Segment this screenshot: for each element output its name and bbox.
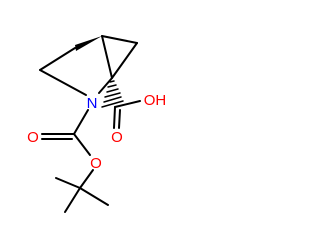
- molecule-structure: N O O O OH: [27, 35, 167, 213]
- ring-bonds: [39, 35, 138, 96]
- bond-c1-c5: [101, 35, 113, 79]
- hashed-bond-c1-acid: [101, 80, 124, 108]
- bond-carbamate-c-o-ester: [73, 133, 91, 156]
- atom-label-carbamate-carbonyl-oxygen: O: [27, 129, 39, 146]
- bond-acid-c-o-double-b: [118, 109, 121, 129]
- bond-c6-c1: [111, 42, 138, 79]
- atom-label-nitrogen: N: [87, 95, 98, 112]
- bond-acid-c-o-double-a: [113, 106, 116, 129]
- bond-c3-c4: [39, 47, 76, 71]
- acid-bonds: [113, 100, 141, 129]
- wedge-bond-c5-c4: [75, 36, 102, 51]
- bond-tbu-methyl-2: [79, 187, 109, 206]
- bond-n-c1: [98, 77, 113, 94]
- bond-c3-n: [39, 69, 87, 96]
- bond-tbu-methyl-1: [55, 177, 81, 189]
- bond-acid-c-oh: [114, 100, 141, 108]
- boc-bonds: [41, 109, 109, 213]
- atom-label-acid-carbonyl-oxygen: O: [111, 129, 123, 146]
- bond-c5-c6: [101, 35, 138, 44]
- bond-o-ester-tbu: [79, 169, 94, 189]
- bond-n-carbamate-c: [73, 109, 89, 135]
- bond-tbu-methyl-3: [64, 187, 81, 213]
- atom-label-acid-hydroxyl: OH: [144, 92, 167, 109]
- atom-label-carbamate-ester-oxygen: O: [90, 155, 102, 172]
